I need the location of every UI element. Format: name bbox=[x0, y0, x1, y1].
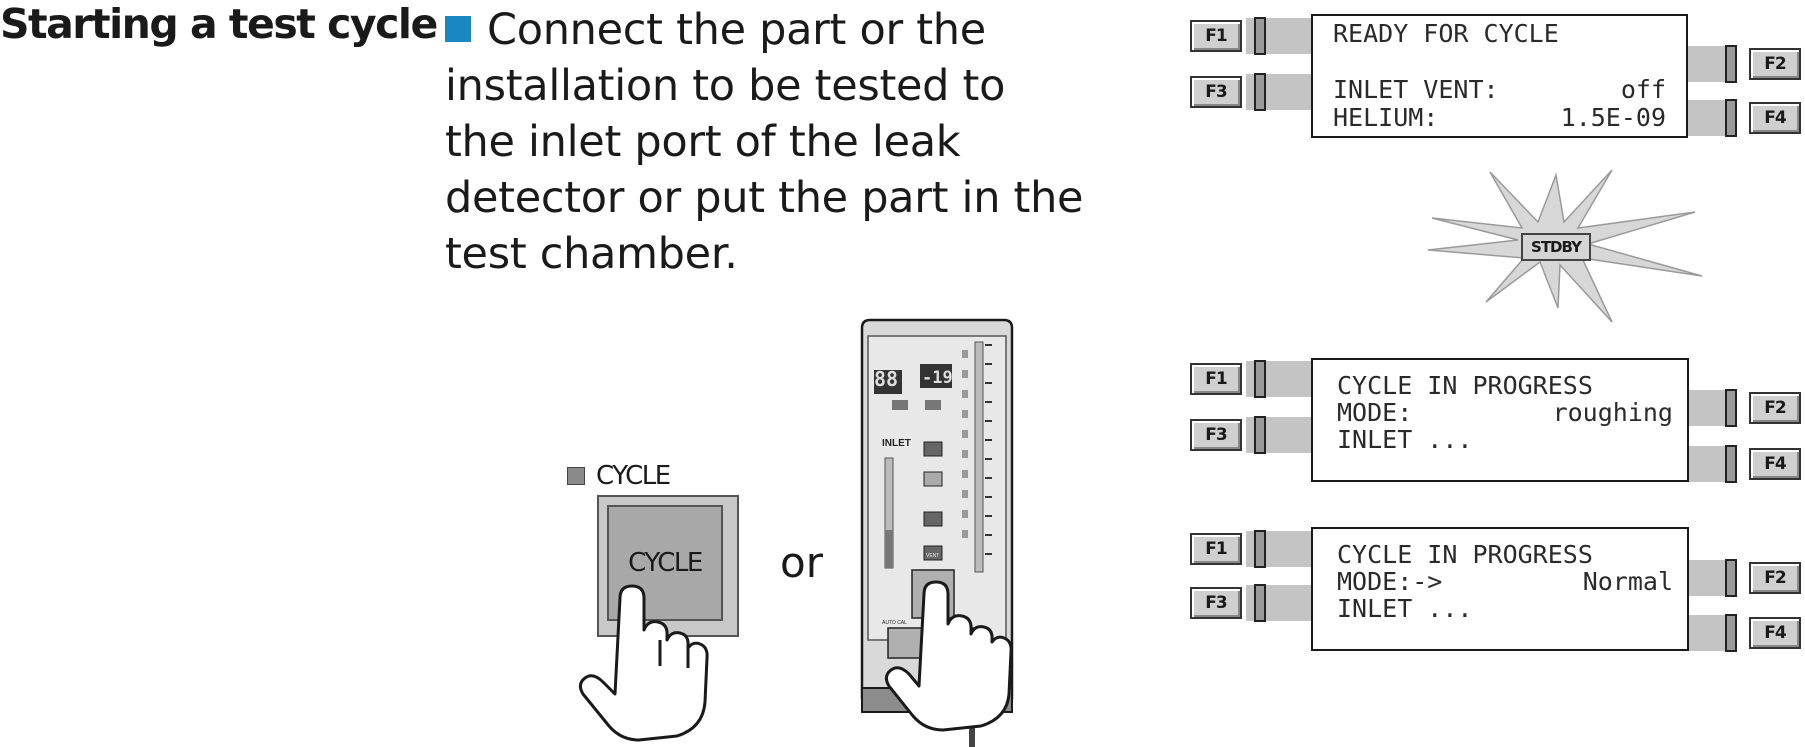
pointing-hand-icon bbox=[884, 580, 1013, 732]
leak-detector-panel bbox=[860, 318, 1014, 747]
lcd-line bbox=[1333, 47, 1666, 75]
lcd-line: INLET ... bbox=[1337, 594, 1473, 623]
or-text: or bbox=[780, 538, 823, 587]
lcd-line: INLET VENT:off bbox=[1333, 75, 1666, 104]
f2-key[interactable]: F2 bbox=[1749, 392, 1801, 424]
panel-inlet-label: INLET bbox=[882, 438, 911, 449]
f4-key[interactable]: F4 bbox=[1749, 102, 1801, 134]
section-heading: Starting a test cycle bbox=[0, 0, 438, 48]
cycle-indicator-led bbox=[567, 467, 585, 485]
lcd-line: MODE:roughing bbox=[1337, 398, 1673, 427]
cycle-indicator-label: CYCLE bbox=[596, 461, 671, 491]
instruction-body: Connect the part or the installation to … bbox=[445, 5, 1084, 279]
lcd-screen-normal: CYCLE IN PROGRESS MODE:->Normal INLET ..… bbox=[1311, 527, 1689, 651]
panel-display-right: -19 bbox=[922, 368, 953, 388]
bullet-square-icon bbox=[445, 16, 471, 42]
key-stems bbox=[1254, 17, 1737, 652]
f1-key[interactable]: F1 bbox=[1190, 20, 1242, 52]
lcd-line: HELIUM:1.5E-09 bbox=[1333, 103, 1666, 132]
lcd-line: CYCLE IN PROGRESS bbox=[1337, 540, 1593, 569]
f1-key[interactable]: F1 bbox=[1190, 363, 1242, 395]
lcd-screen-ready: READY FOR CYCLE INLET VENT:off HELIUM:1.… bbox=[1311, 14, 1688, 138]
lcd-line: CYCLE IN PROGRESS bbox=[1337, 371, 1593, 400]
panel-display-left: 88 bbox=[874, 367, 898, 391]
pointing-hand-icon bbox=[578, 584, 709, 742]
f4-key[interactable]: F4 bbox=[1749, 617, 1801, 649]
lcd-line: MODE:->Normal bbox=[1337, 567, 1673, 596]
stdby-indicator: STDBY bbox=[1521, 233, 1591, 261]
f2-key[interactable]: F2 bbox=[1749, 48, 1801, 80]
lcd-line: INLET ... bbox=[1337, 425, 1473, 454]
f3-key[interactable]: F3 bbox=[1190, 419, 1242, 451]
lcd-line: READY FOR CYCLE bbox=[1333, 19, 1559, 48]
f4-key[interactable]: F4 bbox=[1749, 448, 1801, 480]
f3-key[interactable]: F3 bbox=[1190, 76, 1242, 108]
lcd-screen-roughing: CYCLE IN PROGRESS MODE:roughing INLET ..… bbox=[1311, 358, 1689, 482]
f3-key[interactable]: F3 bbox=[1190, 587, 1242, 619]
instruction-text: Connect the part or the installation to … bbox=[445, 2, 1085, 282]
panel-autocal-label: AUTO CAL bbox=[882, 620, 907, 626]
panel-vent-key-label: VENT bbox=[926, 553, 939, 559]
f1-key[interactable]: F1 bbox=[1190, 533, 1242, 565]
f2-key[interactable]: F2 bbox=[1749, 562, 1801, 594]
